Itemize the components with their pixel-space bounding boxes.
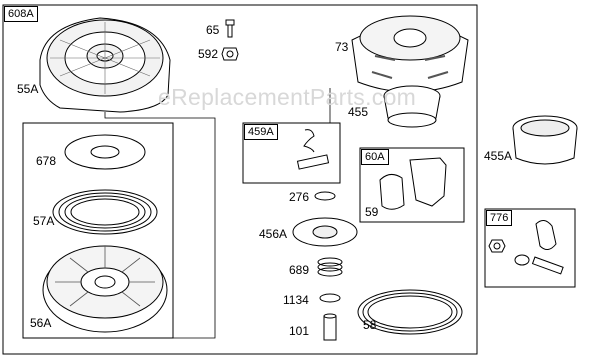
starter-rope-part xyxy=(357,289,463,335)
retainer-washer-part xyxy=(319,293,341,303)
recoil-spring-part xyxy=(52,189,158,235)
part-label-56a: 56A xyxy=(30,316,52,330)
small-washer-part xyxy=(314,191,336,201)
group-label-776: 776 xyxy=(486,210,513,226)
part-label-689: 689 xyxy=(289,263,310,277)
part-label-101: 101 xyxy=(289,324,310,338)
group-frame-608a xyxy=(2,4,478,355)
compression-spring-part xyxy=(317,257,343,277)
part-label-57a: 57A xyxy=(33,214,55,228)
group-label-459a: 459A xyxy=(244,124,278,140)
pulley-part xyxy=(42,245,168,333)
washer-part xyxy=(64,134,146,170)
part-label-73: 73 xyxy=(335,40,349,54)
spring-clip-part xyxy=(296,129,330,170)
group-frame-459a xyxy=(242,122,341,184)
part-label-1134: 1134 xyxy=(283,293,309,307)
part-label-276: 276 xyxy=(289,190,310,204)
rotating-screen-part xyxy=(351,15,469,93)
blower-housing-part xyxy=(39,17,171,113)
part-label-55a: 55A xyxy=(17,82,39,96)
rope-handle-part xyxy=(379,157,447,210)
nut-part xyxy=(221,47,239,61)
leader-line-housing xyxy=(104,112,216,339)
part-label-592: 592 xyxy=(198,47,219,61)
part-label-59: 59 xyxy=(365,205,379,219)
pin-part xyxy=(323,313,337,341)
part-label-456a: 456A xyxy=(259,227,288,241)
part-label-455a: 455A xyxy=(484,149,513,163)
part-label-65: 65 xyxy=(206,23,220,37)
hardware-kit-part xyxy=(488,220,564,275)
bolt-part xyxy=(225,19,235,38)
group-label-608a: 608A xyxy=(4,6,38,22)
starter-cup-alt-part xyxy=(512,115,578,165)
group-label-60a: 60A xyxy=(361,149,389,165)
group-frame-60a xyxy=(359,147,465,223)
ratchet-part xyxy=(292,217,358,247)
part-label-455: 455 xyxy=(348,105,369,119)
starter-cup-part xyxy=(383,85,441,128)
part-label-58: 58 xyxy=(363,318,377,332)
watermark-text: eReplacementParts.com xyxy=(158,84,417,110)
part-label-678: 678 xyxy=(36,154,57,168)
group-frame-starter xyxy=(22,122,174,339)
group-frame-776 xyxy=(484,208,576,288)
